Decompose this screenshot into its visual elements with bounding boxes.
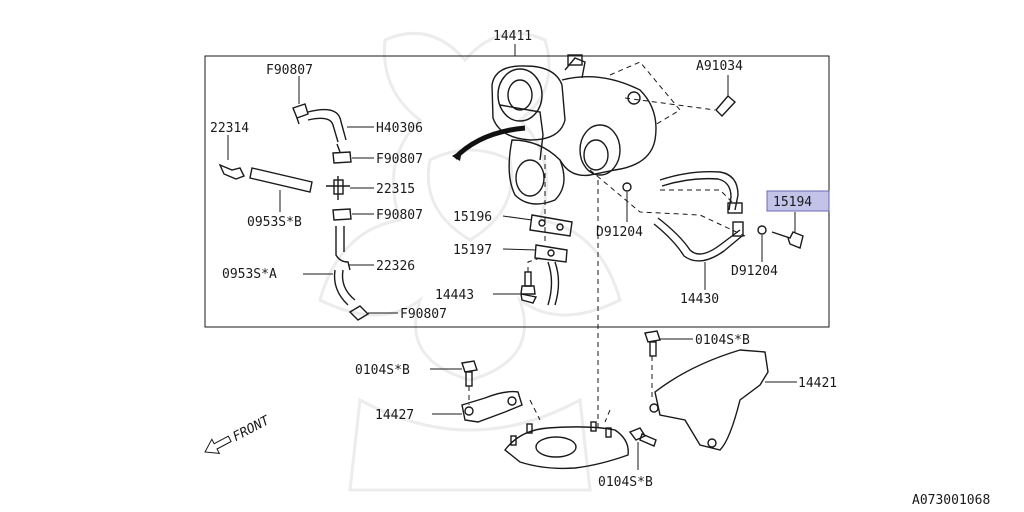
callout-0104s-b-bottom: 0104S*B xyxy=(598,475,653,490)
callout-14421: 14421 xyxy=(798,376,837,391)
hose-0953s-a xyxy=(333,269,356,306)
gasket-right xyxy=(757,225,767,235)
callout-14443: 14443 xyxy=(435,288,474,303)
gasket-15197 xyxy=(534,244,568,263)
callout-d91204-left: D91204 xyxy=(596,225,643,240)
callout-f90807-top: F90807 xyxy=(266,63,313,78)
clip-f90807-top xyxy=(292,103,309,125)
gasket-15196 xyxy=(529,214,573,237)
callout-f90807-3: F90807 xyxy=(376,208,423,223)
turbocharger xyxy=(491,54,657,205)
assembly-number: 14411 xyxy=(493,29,532,44)
callout-0953s-a: 0953S*A xyxy=(222,267,277,282)
stud-a91034 xyxy=(715,95,737,118)
hose-0953s-b xyxy=(249,167,313,193)
hose-22326 xyxy=(335,226,351,271)
callout-a91034: A91034 xyxy=(696,59,743,74)
fitting-22314 xyxy=(218,163,245,180)
callout-22326: 22326 xyxy=(376,259,415,274)
bolt-14443 xyxy=(520,271,538,304)
clip-f90807-2 xyxy=(332,143,352,164)
bolt-0104s-b-right xyxy=(644,330,661,357)
callout-14427: 14427 xyxy=(375,408,414,423)
callout-f90807-bottom: F90807 xyxy=(400,307,447,322)
clip-f90807-3 xyxy=(332,208,352,221)
highlight-box xyxy=(766,190,830,212)
watermark-emblem xyxy=(318,31,622,492)
union-bolt-15194 xyxy=(771,231,804,249)
callout-15197: 15197 xyxy=(453,243,492,258)
callout-22314: 22314 xyxy=(210,121,249,136)
callout-0104s-b-left: 0104S*B xyxy=(355,363,410,378)
gasket-left xyxy=(622,182,632,192)
reference-code: A073001068 xyxy=(912,493,990,508)
exhaust-flange xyxy=(504,421,629,470)
callout-h40306: H40306 xyxy=(376,121,423,136)
bracket-14427 xyxy=(461,390,523,423)
callout-22315: 22315 xyxy=(376,182,415,197)
callout-15194: 15194 xyxy=(773,195,812,210)
callout-d91204-right: D91204 xyxy=(731,264,778,279)
bracket-14421 xyxy=(649,349,769,451)
callout-15196: 15196 xyxy=(453,210,492,225)
clip-f90807-bottom xyxy=(348,305,370,321)
callout-0104s-b-right: 0104S*B xyxy=(695,333,750,348)
front-label: FRONT xyxy=(230,413,273,445)
callout-14430: 14430 xyxy=(680,292,719,307)
front-direction-indicator: FRONT xyxy=(204,413,273,455)
bolt-0104s-b-bottom xyxy=(628,427,657,447)
bolt-0104s-b-left xyxy=(461,360,478,387)
oil-pipe-14430 xyxy=(653,170,744,262)
callout-0953s-b: 0953S*B xyxy=(247,215,302,230)
tee-22315 xyxy=(326,176,350,200)
hose-h40306 xyxy=(307,108,347,143)
callout-f90807-2: F90807 xyxy=(376,152,423,167)
